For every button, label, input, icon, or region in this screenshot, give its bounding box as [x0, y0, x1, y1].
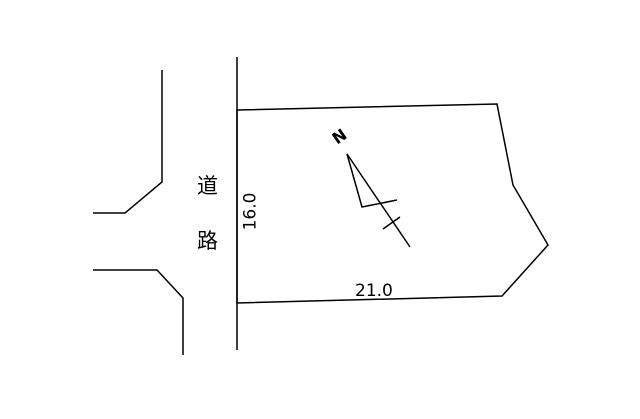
road-lower-left-edge [93, 269, 184, 355]
depth-dimension: 21.0 [355, 281, 393, 301]
north-arrow-icon [346, 153, 411, 248]
lot-boundary [236, 103, 549, 304]
road-label-char-1: 道 [197, 174, 218, 198]
frontage-dimension: 16.0 [240, 192, 261, 231]
road-label-char-2: 路 [197, 229, 218, 253]
road-upper-left-edge [93, 70, 163, 214]
